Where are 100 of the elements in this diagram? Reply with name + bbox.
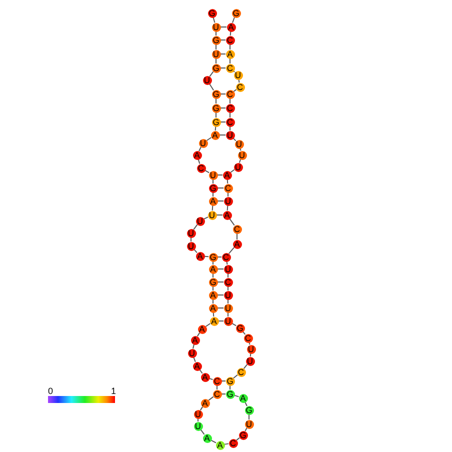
nucleotide-circle: C bbox=[236, 368, 246, 376]
nucleotide-circle: U bbox=[246, 356, 254, 366]
base-pair-line bbox=[217, 268, 224, 270]
nucleotide-circle: A bbox=[208, 304, 218, 312]
nucleotide-circle: A bbox=[200, 372, 210, 382]
nucleotide-circle: C bbox=[212, 376, 222, 386]
nucleotide-circle: A bbox=[226, 22, 236, 32]
nucleotide-circle: U bbox=[224, 264, 232, 274]
nucleotide-circle: U bbox=[224, 290, 232, 300]
backbone-line bbox=[209, 71, 214, 77]
nucleotide-circle: A bbox=[232, 240, 242, 248]
nucleotide-circle: A bbox=[196, 252, 204, 260]
nucleotide-circle: A bbox=[216, 440, 224, 450]
base-pair-line bbox=[217, 294, 224, 296]
backbone-line bbox=[232, 16, 235, 24]
nucleotide-circle: C bbox=[244, 334, 252, 342]
nucleotide-circle: C bbox=[196, 164, 206, 172]
nucleotide-circle: G bbox=[212, 90, 220, 98]
backbone-line bbox=[208, 396, 214, 401]
nucleotide-circle: A bbox=[208, 264, 218, 274]
nucleotide-circle: C bbox=[232, 224, 242, 234]
base-pair-line bbox=[220, 26, 227, 28]
nucleotide-circle: U bbox=[202, 76, 212, 84]
nucleotide-circle: G bbox=[212, 118, 220, 126]
nucleotide-circle: C bbox=[226, 118, 234, 126]
scale-label: 1 bbox=[111, 387, 116, 396]
nucleotide-circle: U bbox=[226, 130, 234, 140]
nucleotide-circle: C bbox=[226, 90, 234, 98]
backbone-line bbox=[200, 406, 204, 411]
backbone-line bbox=[206, 137, 212, 141]
base-pair-line bbox=[217, 200, 224, 202]
nucleotide-circle: C bbox=[236, 82, 244, 92]
nucleotide-circle: G bbox=[212, 36, 220, 44]
nucleotide-circle: C bbox=[222, 252, 230, 262]
nucleotide-circle: U bbox=[212, 22, 220, 32]
nucleotide-circle: G bbox=[208, 252, 218, 262]
nucleotide-circle: U bbox=[234, 70, 242, 80]
nucleotide-circle: A bbox=[238, 394, 248, 402]
nucleotide-circle: A bbox=[192, 362, 202, 370]
nucleotide-circle: U bbox=[234, 162, 242, 172]
nucleotide-circle: U bbox=[186, 242, 196, 250]
nucleotide-circle: A bbox=[202, 434, 212, 442]
base-pair-line bbox=[219, 134, 226, 136]
nucleotide-circle: C bbox=[212, 390, 222, 398]
nucleotide-circle: U bbox=[244, 420, 254, 428]
nucleotide-circle: G bbox=[226, 390, 234, 398]
nucleotide-circle: G bbox=[208, 8, 216, 18]
backbone-line bbox=[205, 323, 211, 327]
nucleotide-circle: G bbox=[212, 64, 220, 72]
nucleotide-circle: G bbox=[244, 406, 254, 414]
nucleotide-circle: C bbox=[226, 64, 234, 72]
nucleotide-circle: U bbox=[198, 138, 208, 148]
backbone-line bbox=[196, 332, 200, 337]
nucleotide-circle: C bbox=[224, 184, 232, 192]
nucleotide-circle: C bbox=[224, 278, 232, 286]
nucleotide-circle: G bbox=[236, 324, 244, 332]
nucleotide-circle: A bbox=[208, 290, 218, 300]
nucleotide-circle: A bbox=[226, 50, 234, 58]
backbone-line bbox=[228, 246, 235, 254]
backbone-line bbox=[193, 224, 198, 230]
nucleotide-circle: U bbox=[224, 304, 232, 312]
nucleotide-circle: G bbox=[232, 8, 240, 18]
nucleotide-circle: G bbox=[208, 278, 218, 286]
nucleotide-circle: A bbox=[190, 336, 200, 344]
base-pair-line bbox=[217, 174, 223, 176]
nucleotide-circle: U bbox=[224, 196, 232, 206]
nucleotide-circle: A bbox=[222, 170, 232, 180]
backbone-line bbox=[236, 233, 238, 240]
backbone-line bbox=[230, 169, 235, 173]
base-pair-line bbox=[218, 320, 224, 322]
nucleotide-circle: U bbox=[238, 150, 246, 160]
scale-label: 0 bbox=[48, 387, 54, 396]
nucleotide-circle: U bbox=[186, 228, 196, 238]
nucleotide-circle: G bbox=[212, 104, 220, 112]
nucleotide-circle: U bbox=[224, 316, 232, 326]
nucleotide-circle: U bbox=[234, 140, 244, 148]
nucleotide-circle: G bbox=[226, 376, 234, 386]
nucleotide-circle: U bbox=[194, 410, 202, 418]
nucleotide-circle: G bbox=[208, 184, 218, 192]
nucleotide-circle: A bbox=[210, 130, 220, 140]
nucleotide-circle: A bbox=[192, 150, 202, 160]
backbone-line bbox=[226, 205, 228, 211]
nucleotide-circle: C bbox=[226, 104, 234, 112]
backbone-line bbox=[212, 205, 214, 211]
nucleotide-circle: U bbox=[194, 422, 202, 430]
nucleotide-circle: G bbox=[238, 430, 248, 440]
base-pair-line bbox=[216, 214, 223, 216]
backbone-line bbox=[234, 394, 240, 398]
nucleotide-circle: U bbox=[208, 210, 216, 220]
nucleotide-circle: C bbox=[228, 438, 238, 448]
nucleotide-circle: U bbox=[246, 344, 256, 354]
nucleotide-circle: A bbox=[198, 324, 206, 334]
nucleotide-circle: A bbox=[210, 316, 218, 326]
nucleotide-circle: U bbox=[212, 50, 220, 58]
nucleotide-circle: A bbox=[222, 210, 232, 220]
nucleotide-circle: U bbox=[208, 170, 218, 180]
backbone-line bbox=[248, 414, 250, 420]
nucleotide-circle: U bbox=[196, 216, 204, 226]
nucleotide-circle: C bbox=[226, 36, 234, 44]
nucleotide-circle: A bbox=[200, 398, 210, 408]
